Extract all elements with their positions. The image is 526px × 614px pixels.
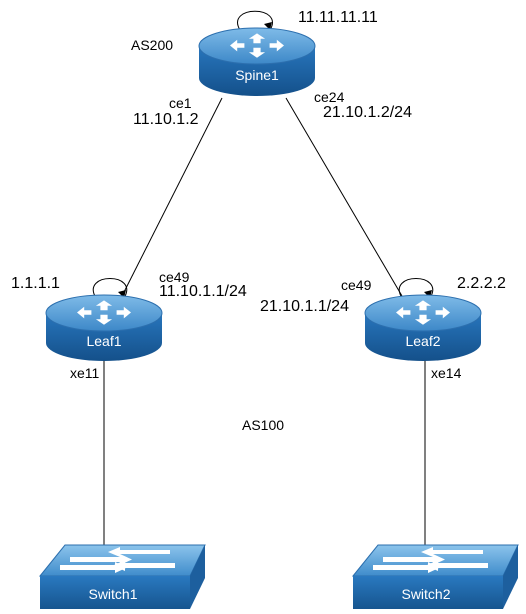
device-name-leaf2: Leaf2 [405, 333, 440, 349]
device-name-switch2: Switch2 [401, 586, 450, 602]
port-leaf2-ce49: ce49 [341, 277, 372, 293]
port-leaf2-xe14: xe14 [431, 365, 462, 381]
loopback-leaf2 [398, 278, 434, 299]
as-label-spine: AS200 [131, 37, 174, 53]
port-spine1-ce1: ce1 [169, 95, 192, 111]
loopback-spine1 [237, 10, 273, 31]
port-leaf1-xe11: xe11 [70, 365, 100, 381]
router-leaf1[interactable]: Leaf1 [45, 294, 163, 361]
links [103, 97, 426, 548]
router-id-spine1: 11.11.11.11 [298, 9, 378, 26]
ip-spine1-ce1: 11.10.1.2 [133, 111, 199, 128]
port-leaf1-ce49: ce49 [159, 269, 190, 285]
switch-switch2[interactable]: Switch2 [351, 544, 519, 609]
router-spine1[interactable]: Spine1 [198, 27, 316, 96]
ip-leaf1-ce49: 11.10.1.1/24 [159, 283, 247, 300]
link-spine1-leaf1 [121, 97, 223, 297]
link-spine1-leaf2 [285, 97, 403, 297]
device-name-leaf1: Leaf1 [86, 333, 121, 349]
switch-arrows-icon [373, 547, 488, 573]
router-id-leaf2: 2.2.2.2 [457, 275, 506, 292]
switch-arrows-icon [60, 547, 175, 573]
loopback-leaf1 [92, 278, 128, 299]
ip-leaf2-ce49: 21.10.1.1/24 [260, 298, 349, 315]
router-leaf2[interactable]: Leaf2 [364, 294, 482, 361]
port-spine1-ce24: ce24 [314, 89, 345, 105]
ip-spine1-ce24: 21.10.1.2/24 [323, 104, 412, 121]
device-name-switch1: Switch1 [88, 586, 137, 602]
as-label-leaf: AS100 [242, 417, 285, 433]
router-id-leaf1: 1.1.1.1 [11, 275, 60, 292]
device-name-spine1: Spine1 [235, 67, 279, 83]
switch-switch1[interactable]: Switch1 [38, 544, 206, 609]
